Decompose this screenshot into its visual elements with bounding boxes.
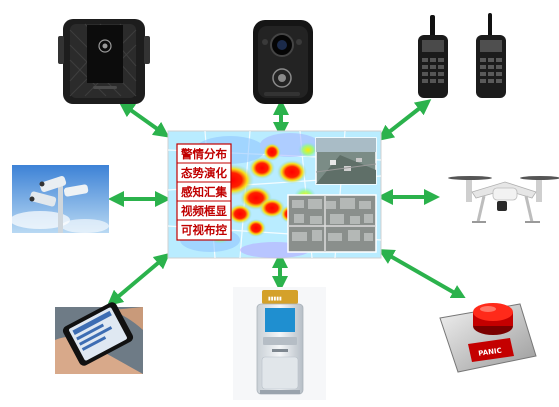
drone-camera-icon: [497, 201, 507, 211]
arrow-smartphone: [106, 252, 171, 307]
aerial-thumbnail[interactable]: [287, 194, 377, 253]
menu-item-sensing-aggregation[interactable]: 感知汇集: [181, 185, 227, 199]
kiosk-screen[interactable]: [265, 308, 295, 332]
panic-button[interactable]: [473, 303, 513, 321]
panic-button-photo: PANIC: [434, 298, 541, 376]
badge-icon: [98, 39, 112, 53]
arrow-panic: [378, 249, 467, 300]
kiosk-banner: ▮▮▮▮▮: [268, 296, 282, 302]
function-menu: 警情分布 态势演化 感知汇集 视频框显 可视布控: [176, 143, 232, 241]
smartphone-photo: [55, 302, 143, 374]
arrow-phone: [118, 101, 170, 138]
police-emblem-icon: [272, 68, 292, 88]
menu-item-video-framing[interactable]: 视频框显: [181, 204, 227, 218]
menu-item-visual-surveillance[interactable]: 可视布控: [181, 223, 227, 237]
walkie-talkie-devices: [418, 13, 506, 98]
rugged-phone-device: [58, 19, 150, 104]
menu-item-situation-evolution[interactable]: 态势演化: [181, 166, 227, 180]
body-camera-device: [253, 20, 313, 104]
video-thumbnail[interactable]: [315, 137, 377, 185]
center-panel: 警情分布 态势演化 感知汇集 视频框显 可视布控: [167, 130, 382, 259]
kiosk-terminal-device: ▮▮▮▮▮: [233, 287, 326, 400]
panic-label: PANIC: [478, 347, 502, 358]
drone-device: [448, 176, 559, 223]
cctv-camera-photo: [10, 165, 109, 233]
connector-arrows: [106, 99, 467, 307]
menu-item-alert-distribution[interactable]: 警情分布: [180, 147, 227, 161]
arrow-radio: [377, 99, 432, 141]
